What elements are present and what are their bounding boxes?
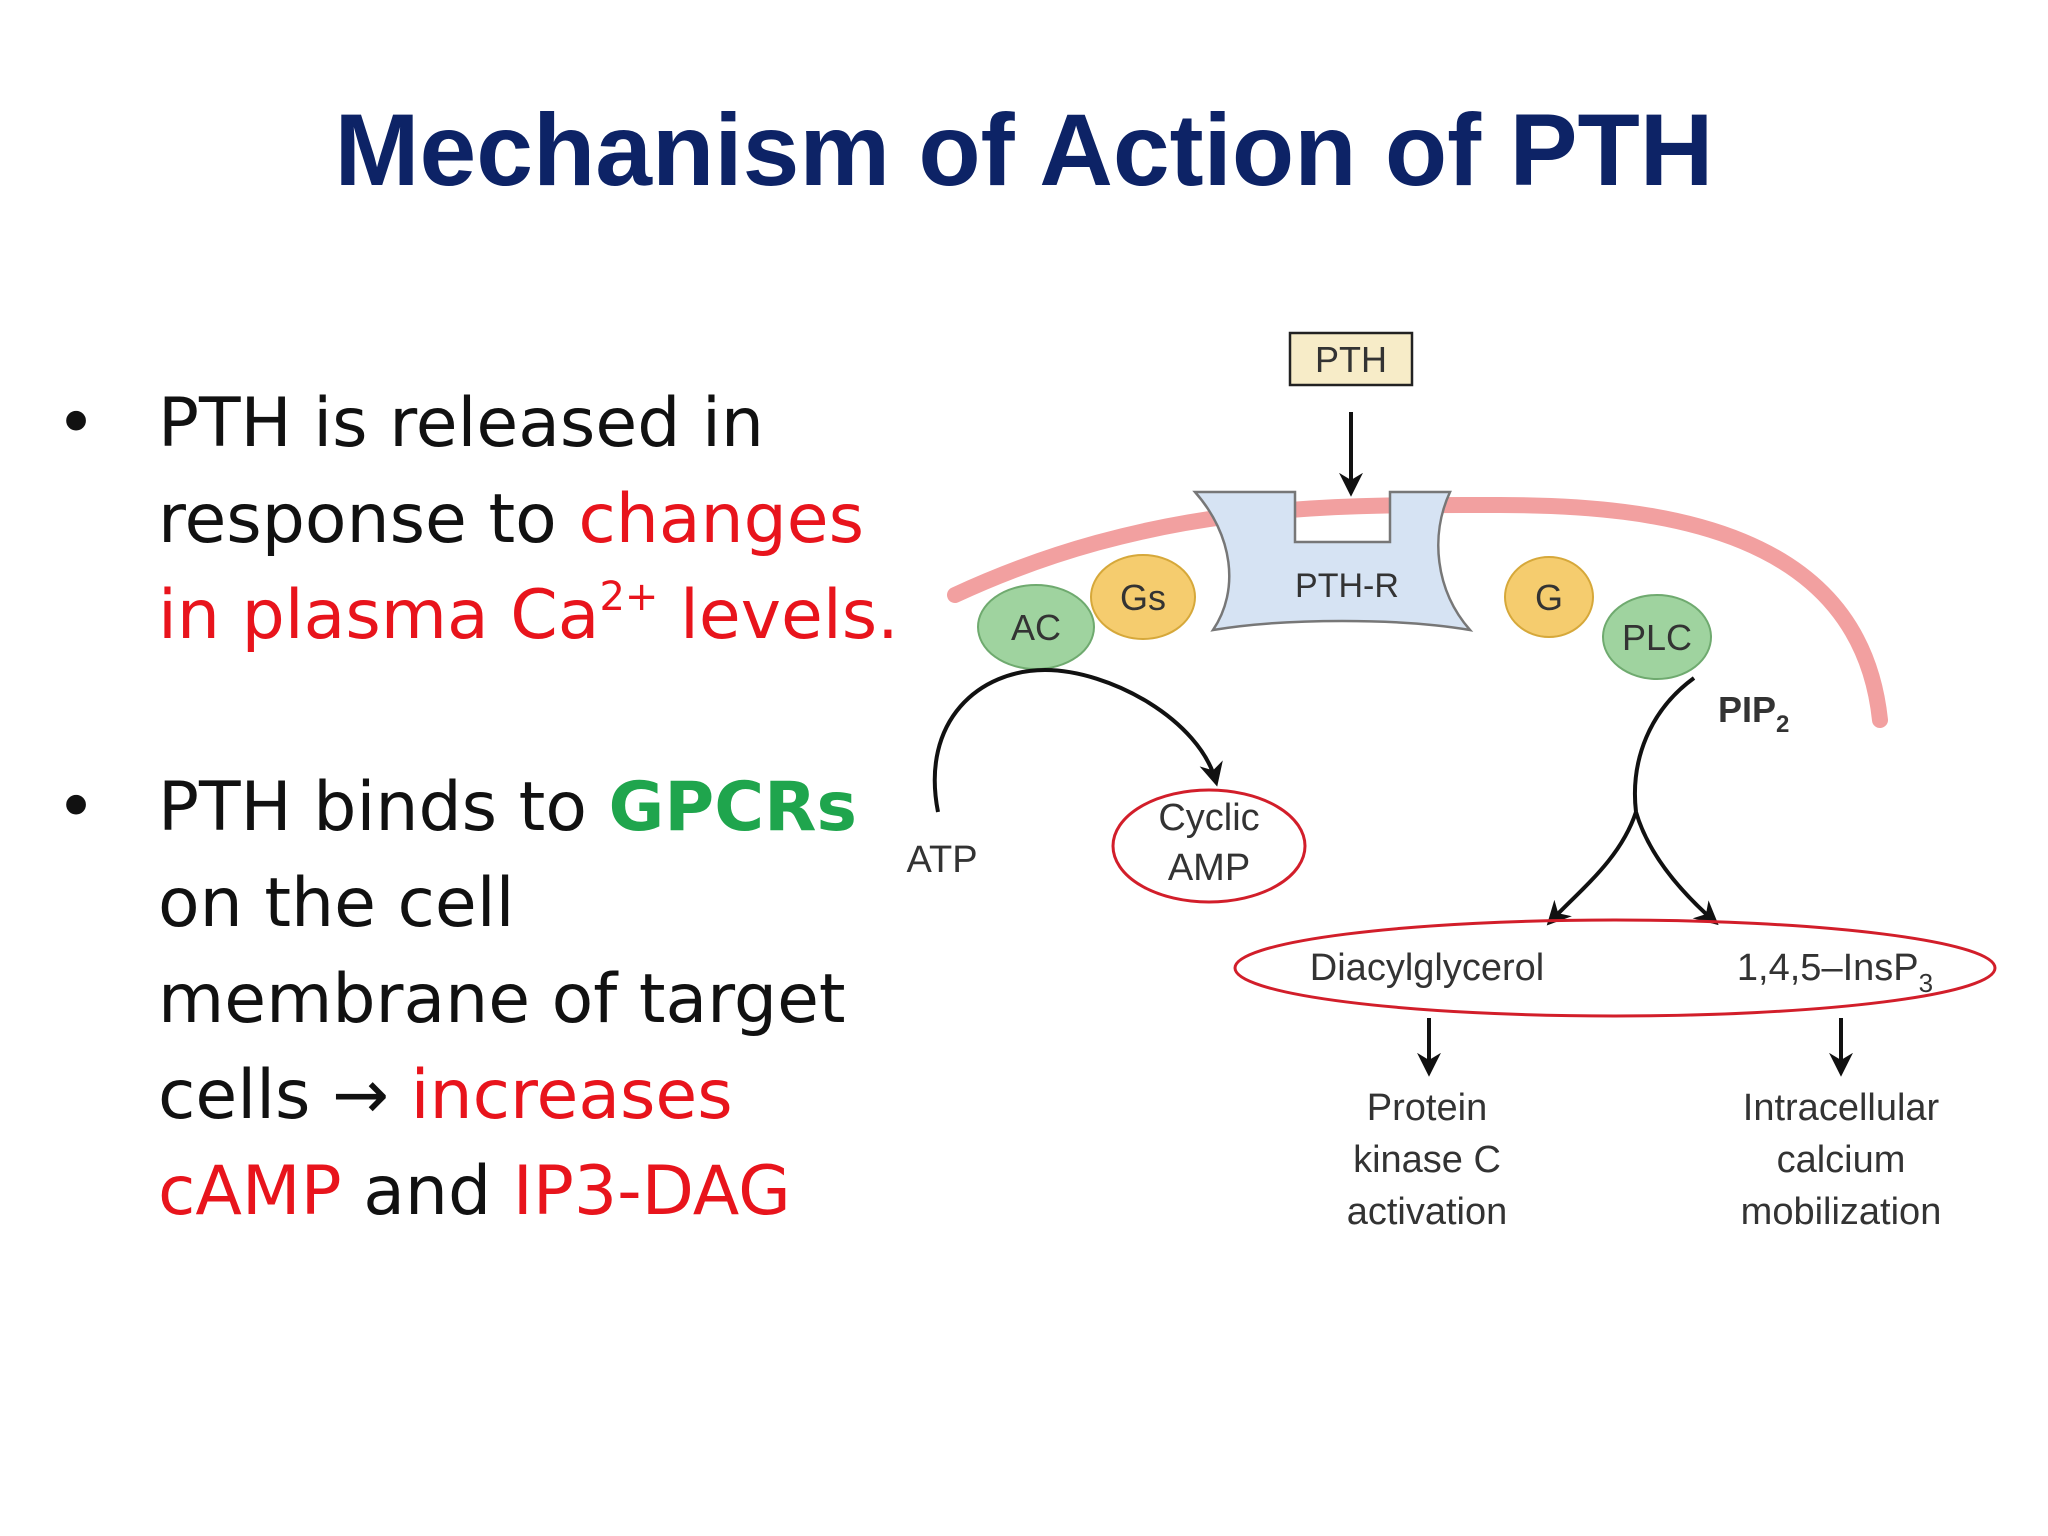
- pth-box: [1288, 331, 1414, 387]
- g-protein: [1504, 556, 1594, 638]
- bullet-line: on the cell: [158, 856, 856, 952]
- calcium-line1: Intracellular: [1743, 1087, 1940, 1129]
- bullet-text-segment: 2+: [599, 574, 659, 620]
- pip2-label: PIP2: [1718, 689, 1789, 738]
- bullet-dot-icon: •: [56, 384, 97, 463]
- dag-label: Diacylglycerol: [1310, 947, 1544, 989]
- cyclic-label: Cyclic: [1158, 797, 1259, 839]
- receptor-label: PTH-R: [1295, 567, 1399, 605]
- bullet-text-segment: PTH binds to: [158, 768, 609, 847]
- dag-insp3-highlight: [1233, 918, 1997, 1018]
- bullet-line: membrane of target: [158, 952, 856, 1048]
- bullet-text-segment: IP3-DAG: [512, 1152, 791, 1231]
- to-insp3-arrow: [1634, 811, 1719, 926]
- bullet-text-segment: in plasma Ca: [158, 576, 600, 655]
- amp-label: AMP: [1168, 847, 1250, 889]
- bullet-text-segment: PTH is released in: [158, 384, 764, 463]
- bullet-dot-icon: •: [56, 768, 97, 847]
- pkc-line1: Protein: [1367, 1087, 1487, 1129]
- calcium-line3: mobilization: [1741, 1191, 1942, 1233]
- to-dag-arrow: [1546, 811, 1638, 926]
- g-label: G: [1535, 577, 1563, 618]
- slide-title: Mechanism of Action of PTH: [334, 93, 1714, 207]
- bullet-text-segment: levels.: [658, 576, 899, 655]
- bullet-line: response to changes: [158, 472, 864, 568]
- plc-enzyme: [1602, 594, 1712, 680]
- gs-label: Gs: [1120, 577, 1166, 618]
- pkc-line3: activation: [1347, 1191, 1508, 1233]
- bullet-text-segment: response to: [158, 480, 579, 559]
- ac-label: AC: [1011, 607, 1061, 648]
- calcium-line2: calcium: [1777, 1139, 1906, 1181]
- bullet-line: in plasma Ca2+ levels.: [158, 568, 899, 664]
- pkc-line2: kinase C: [1353, 1139, 1501, 1181]
- pth-label: PTH: [1315, 339, 1387, 380]
- bullet-text-segment: increases: [410, 1056, 733, 1135]
- pth-receptor: [1192, 490, 1474, 632]
- bullet-text-segment: GPCRs: [608, 768, 857, 847]
- bullet-line: cAMP and IP3-DAG: [158, 1144, 856, 1240]
- gs-protein: [1090, 554, 1196, 640]
- bullet-text-segment: membrane of target: [158, 960, 846, 1039]
- pth-signaling-diagram: PTH-R PTH AC Gs G PLC ATP Cyclic AMP PIP…: [906, 331, 1997, 1233]
- bullet-text-segment: on the cell: [158, 864, 515, 943]
- insp3-label: 1,4,5–InsP3: [1737, 947, 1933, 998]
- bullet-line: PTH is released in: [158, 376, 856, 472]
- atp-label: ATP: [906, 839, 977, 881]
- cell-membrane: [947, 496, 1888, 728]
- pip2-stem: [1633, 676, 1696, 813]
- atp-to-camp-arrow: [932, 667, 1223, 813]
- plc-label: PLC: [1622, 617, 1692, 658]
- bullet-line: cells → increases: [158, 1048, 856, 1144]
- bullet-line: PTH binds to GPCRs: [158, 760, 857, 856]
- camp-highlight: [1111, 788, 1307, 904]
- bullet-text-segment: and: [341, 1152, 513, 1231]
- bullet-item: • PTH binds to GPCRs on the cell membrane o…: [56, 760, 857, 1240]
- bullet-text-segment: cAMP: [158, 1152, 342, 1231]
- bullet-text-segment: changes: [578, 480, 865, 559]
- bullet-text-segment: cells →: [158, 1056, 411, 1135]
